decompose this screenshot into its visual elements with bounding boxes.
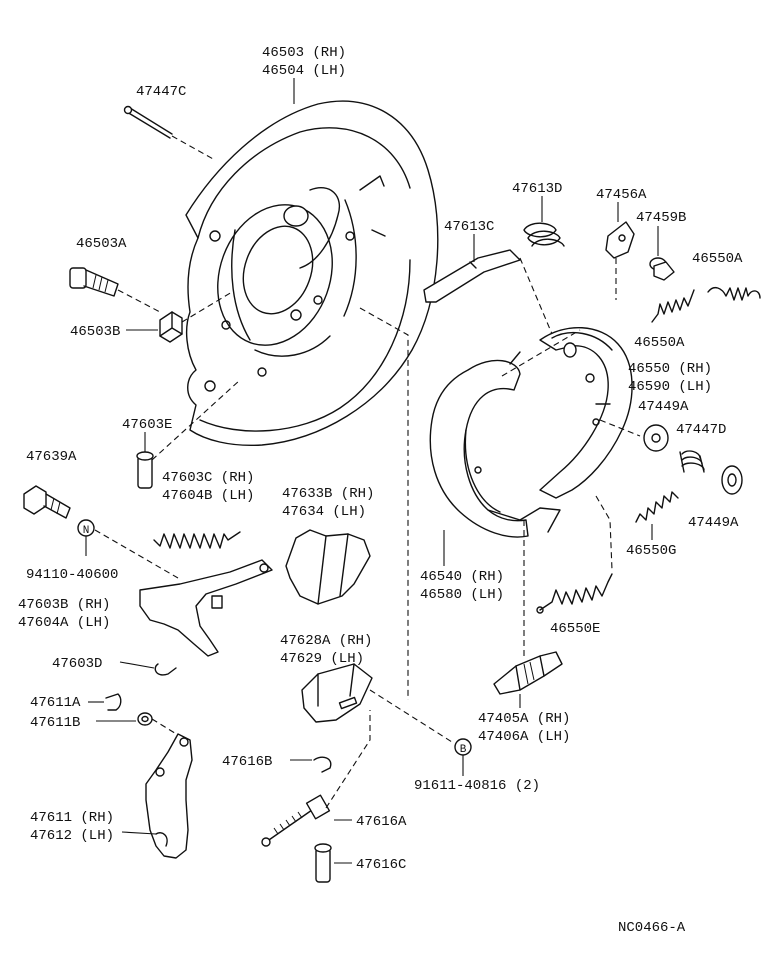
label-47639a: 47639A: [26, 449, 77, 465]
brake-shoe-46540: [429, 351, 561, 538]
strut-47633b: [285, 529, 371, 605]
label-94110-40600: 94110-40600: [26, 567, 118, 583]
label-47634-lh: 47634 (LH): [282, 504, 366, 520]
pin-47603e: [136, 451, 154, 489]
label-47603c-rh: 47603C (RH): [162, 470, 254, 486]
label-47603b-rh: 47603B (RH): [18, 597, 110, 613]
label-46590-lh: 46590 (LH): [628, 379, 712, 395]
label-47613c: 47613C: [444, 219, 494, 235]
label-47616a: 47616A: [356, 814, 407, 830]
label-47405a-rh: 47405A (RH): [478, 711, 570, 727]
label-47603d: 47603D: [52, 656, 102, 672]
label-46540-rh: 46540 (RH): [420, 569, 504, 585]
spring-47603c: [153, 531, 241, 549]
washer-47449a-upper: [643, 424, 669, 452]
strut-47613c: [423, 249, 521, 303]
label-46550-rh: 46550 (RH): [628, 361, 712, 377]
label-47406a-lh: 47406A (LH): [478, 729, 570, 745]
label-47633b-rh: 47633B (RH): [282, 486, 374, 502]
label-46503b: 46503B: [70, 324, 120, 340]
brake-shoe-46550: [539, 327, 633, 499]
bolt-47639a: [23, 485, 71, 519]
pin-47616c: [314, 843, 332, 883]
bellcrank-47628a: [301, 663, 373, 723]
label-91611-40816: 91611-40816 (2): [414, 778, 540, 794]
label-47611a: 47611A: [30, 695, 81, 711]
label-47603e: 47603E: [122, 417, 172, 433]
label-47456a: 47456A: [596, 187, 647, 203]
adjuster-47405a: [493, 651, 563, 695]
label-46504-lh: 46504 (LH): [262, 63, 346, 79]
label-47459b: 47459B: [636, 210, 686, 226]
marker-n-label: N: [83, 525, 90, 537]
clip-47611a: [105, 693, 122, 711]
label-47604a-lh: 47604A (LH): [18, 615, 110, 631]
spring-46550a-upper: [707, 286, 761, 301]
spring-47613d: [523, 222, 565, 247]
marker-n: N: [77, 519, 95, 556]
label-47616c: 47616C: [356, 857, 406, 873]
label-46503-rh: 46503 (RH): [262, 45, 346, 61]
label-47449a-upper: 47449A: [638, 399, 689, 415]
washer-47449a-lower: [721, 465, 743, 495]
label-46550a-lower: 46550A: [634, 335, 685, 351]
label-46503a: 46503A: [76, 236, 127, 252]
backing-plate: [185, 100, 439, 447]
label-47629-lh: 47629 (LH): [280, 651, 364, 667]
label-47613d: 47613D: [512, 181, 562, 197]
label-47628a-rh: 47628A (RH): [280, 633, 372, 649]
label-46550g: 46550G: [626, 543, 676, 559]
label-47611-rh: 47611 (RH): [30, 810, 114, 826]
label-46550a-upper: 46550A: [692, 251, 743, 267]
label-47604b-lh: 47604B (LH): [162, 488, 254, 504]
label-47612-lh: 47612 (LH): [30, 828, 114, 844]
marker-b: B: [454, 738, 472, 776]
spring-46550a-lower: [651, 289, 695, 323]
diagram-code: NC0466-A: [618, 920, 686, 936]
label-47449a-lower: 47449A: [688, 515, 739, 531]
clip-47603d: [154, 663, 177, 676]
part-labels: 46503 (RH) 46504 (LH) 47447C 46503A 4650…: [18, 45, 743, 936]
cable-47616a: [261, 794, 331, 847]
plate-47456a: [605, 221, 635, 259]
spring-47447d: [679, 450, 705, 473]
label-47611b: 47611B: [30, 715, 80, 731]
label-46580-lh: 46580 (LH): [420, 587, 504, 603]
clip-47616b: [313, 756, 332, 773]
pin-47447c: [123, 105, 173, 139]
lever-47603b: [139, 559, 273, 657]
label-47616b: 47616B: [222, 754, 272, 770]
bolt-46503a: [69, 267, 119, 297]
spring-46550g: [635, 491, 679, 523]
marker-b-label: B: [460, 744, 467, 756]
nut-46503b: [159, 311, 183, 343]
label-47447c: 47447C: [136, 84, 186, 100]
washer-47611b: [137, 712, 153, 726]
spring-46550e: [536, 573, 613, 614]
cap-47459b: [649, 257, 675, 281]
lever-47611: [145, 733, 193, 859]
label-47447d: 47447D: [676, 422, 726, 438]
label-46550e: 46550E: [550, 621, 600, 637]
